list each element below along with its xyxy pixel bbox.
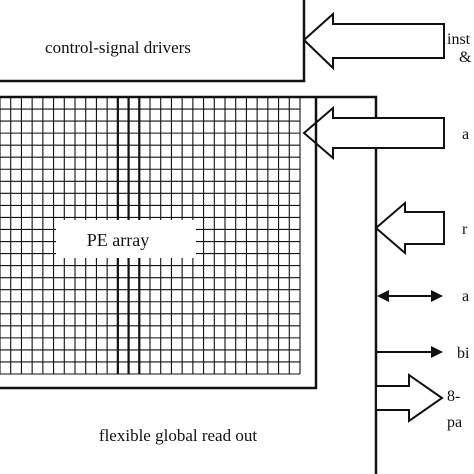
r-input-label: r [462,221,468,238]
pe-array-outline [0,95,378,474]
bidirectional-arrow-head-left [377,290,389,302]
a-bidir-label: a [462,288,469,305]
pe-array-label-box [56,220,196,258]
instruction-input-arrow [302,11,445,71]
r-input-arrow [374,200,445,256]
bi-output-arrow-head [431,346,443,358]
bi-output-label: bi [457,345,470,362]
readout-panel-boundary [0,97,318,390]
a-input-label: a [462,126,469,143]
global-readout-label: flexible global read out [99,426,257,445]
parallel-label-1: 8- [447,388,460,405]
a-input-arrow [302,105,445,161]
bidirectional-arrow-head-right [431,290,443,302]
parallel-output-arrow [375,373,444,423]
instruction-label-2: & [459,49,472,66]
parallel-label-2: pa [447,414,462,431]
pe-array-label: PE array [87,230,149,250]
instruction-label-1: inst [447,31,471,48]
control-drivers-block [0,0,306,83]
control-drivers-label: control-signal drivers [45,38,191,57]
